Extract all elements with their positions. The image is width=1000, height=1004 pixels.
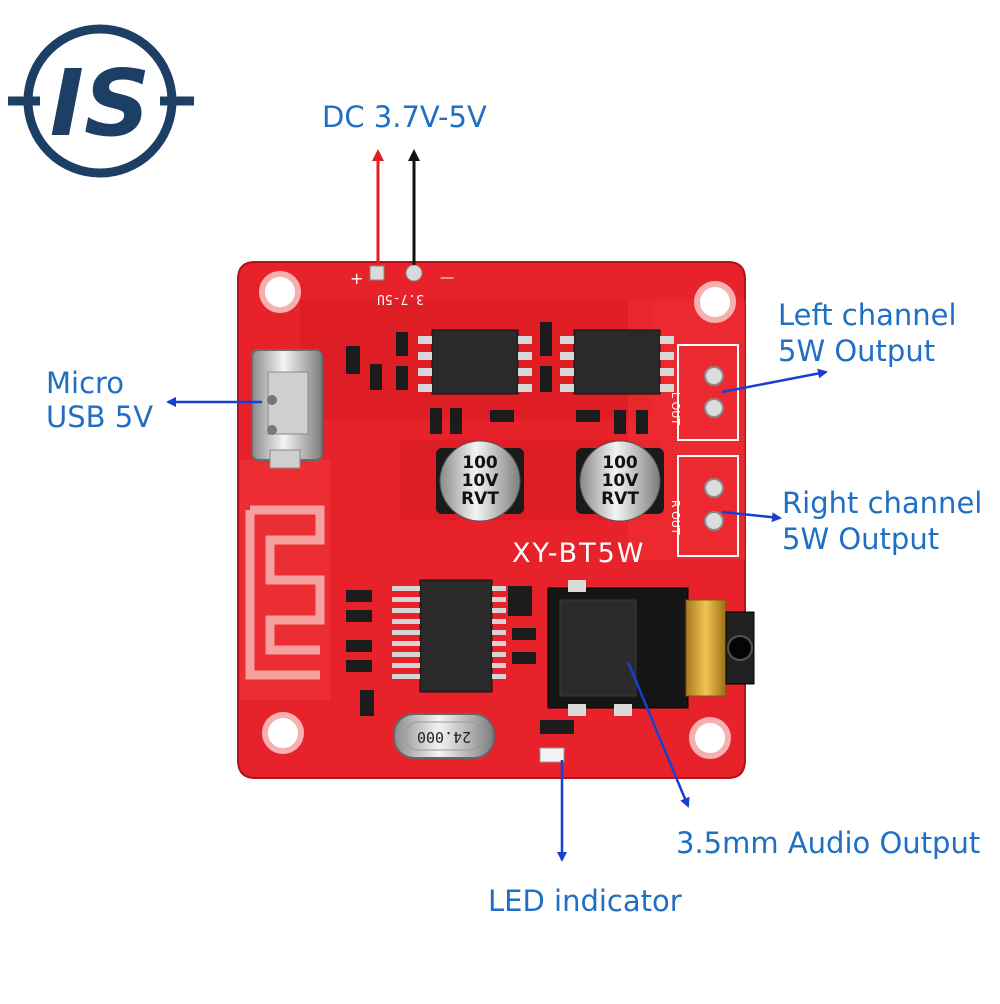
silk-minus: —: [440, 270, 454, 286]
right-output-pads: R OUT: [669, 455, 739, 557]
left-channel-label-line1: Left channel: [778, 298, 957, 332]
bluetooth-antenna: [245, 505, 325, 680]
right-channel-arrow: [721, 510, 782, 523]
capacitor-left: 100 10V RVT: [436, 440, 524, 522]
capacitor-left-line1: 100: [462, 453, 498, 473]
capacitor-right: 100 10V RVT: [576, 440, 664, 522]
logo-text: IS: [50, 50, 151, 157]
crystal-label: 24.000: [417, 728, 471, 746]
annotation-arrows: [166, 149, 828, 862]
silk-plus: +: [350, 269, 363, 288]
board-model: XY-BT5W: [512, 538, 645, 569]
crystal-oscillator: 24.000: [393, 713, 495, 759]
micro-usb-label-line1: Micro: [46, 366, 125, 400]
capacitor-right-line2: 10V: [602, 471, 640, 491]
left-output-pads: L OUT: [669, 344, 739, 441]
amp-chip-left: [418, 329, 532, 395]
silk-left-out: L OUT: [669, 392, 682, 425]
right-channel-label-line1: Right channel: [782, 486, 983, 520]
right-channel-label-line2: 5W Output: [782, 522, 940, 556]
audio-jack: [547, 580, 755, 716]
power-pads: + — 3.7-5U: [350, 264, 454, 306]
audio-output-label: 3.5mm Audio Output: [676, 826, 981, 860]
dc-input-label: DC 3.7V-5V: [322, 100, 487, 134]
micro-usb-port: [251, 349, 323, 469]
amp-chip-right: [560, 329, 674, 395]
capacitor-left-line2: 10V: [462, 471, 500, 491]
capacitor-right-line1: 100: [602, 453, 638, 473]
silk-right-out: R OUT: [669, 500, 682, 535]
capacitor-left-line3: RVT: [461, 489, 499, 509]
bluetooth-chip: [392, 579, 506, 693]
left-channel-arrow: [721, 368, 828, 394]
led: [539, 747, 565, 763]
led-indicator-label: LED indicator: [488, 884, 682, 918]
silk-voltage: 3.7-5U: [377, 291, 424, 306]
left-channel-label-line2: 5W Output: [778, 334, 936, 368]
smd-components: [346, 322, 648, 734]
audio-output-arrow: [626, 661, 690, 808]
brand-logo: IS: [8, 24, 194, 178]
micro-usb-label-line2: USB 5V: [46, 400, 154, 434]
capacitor-right-line3: RVT: [601, 489, 639, 509]
